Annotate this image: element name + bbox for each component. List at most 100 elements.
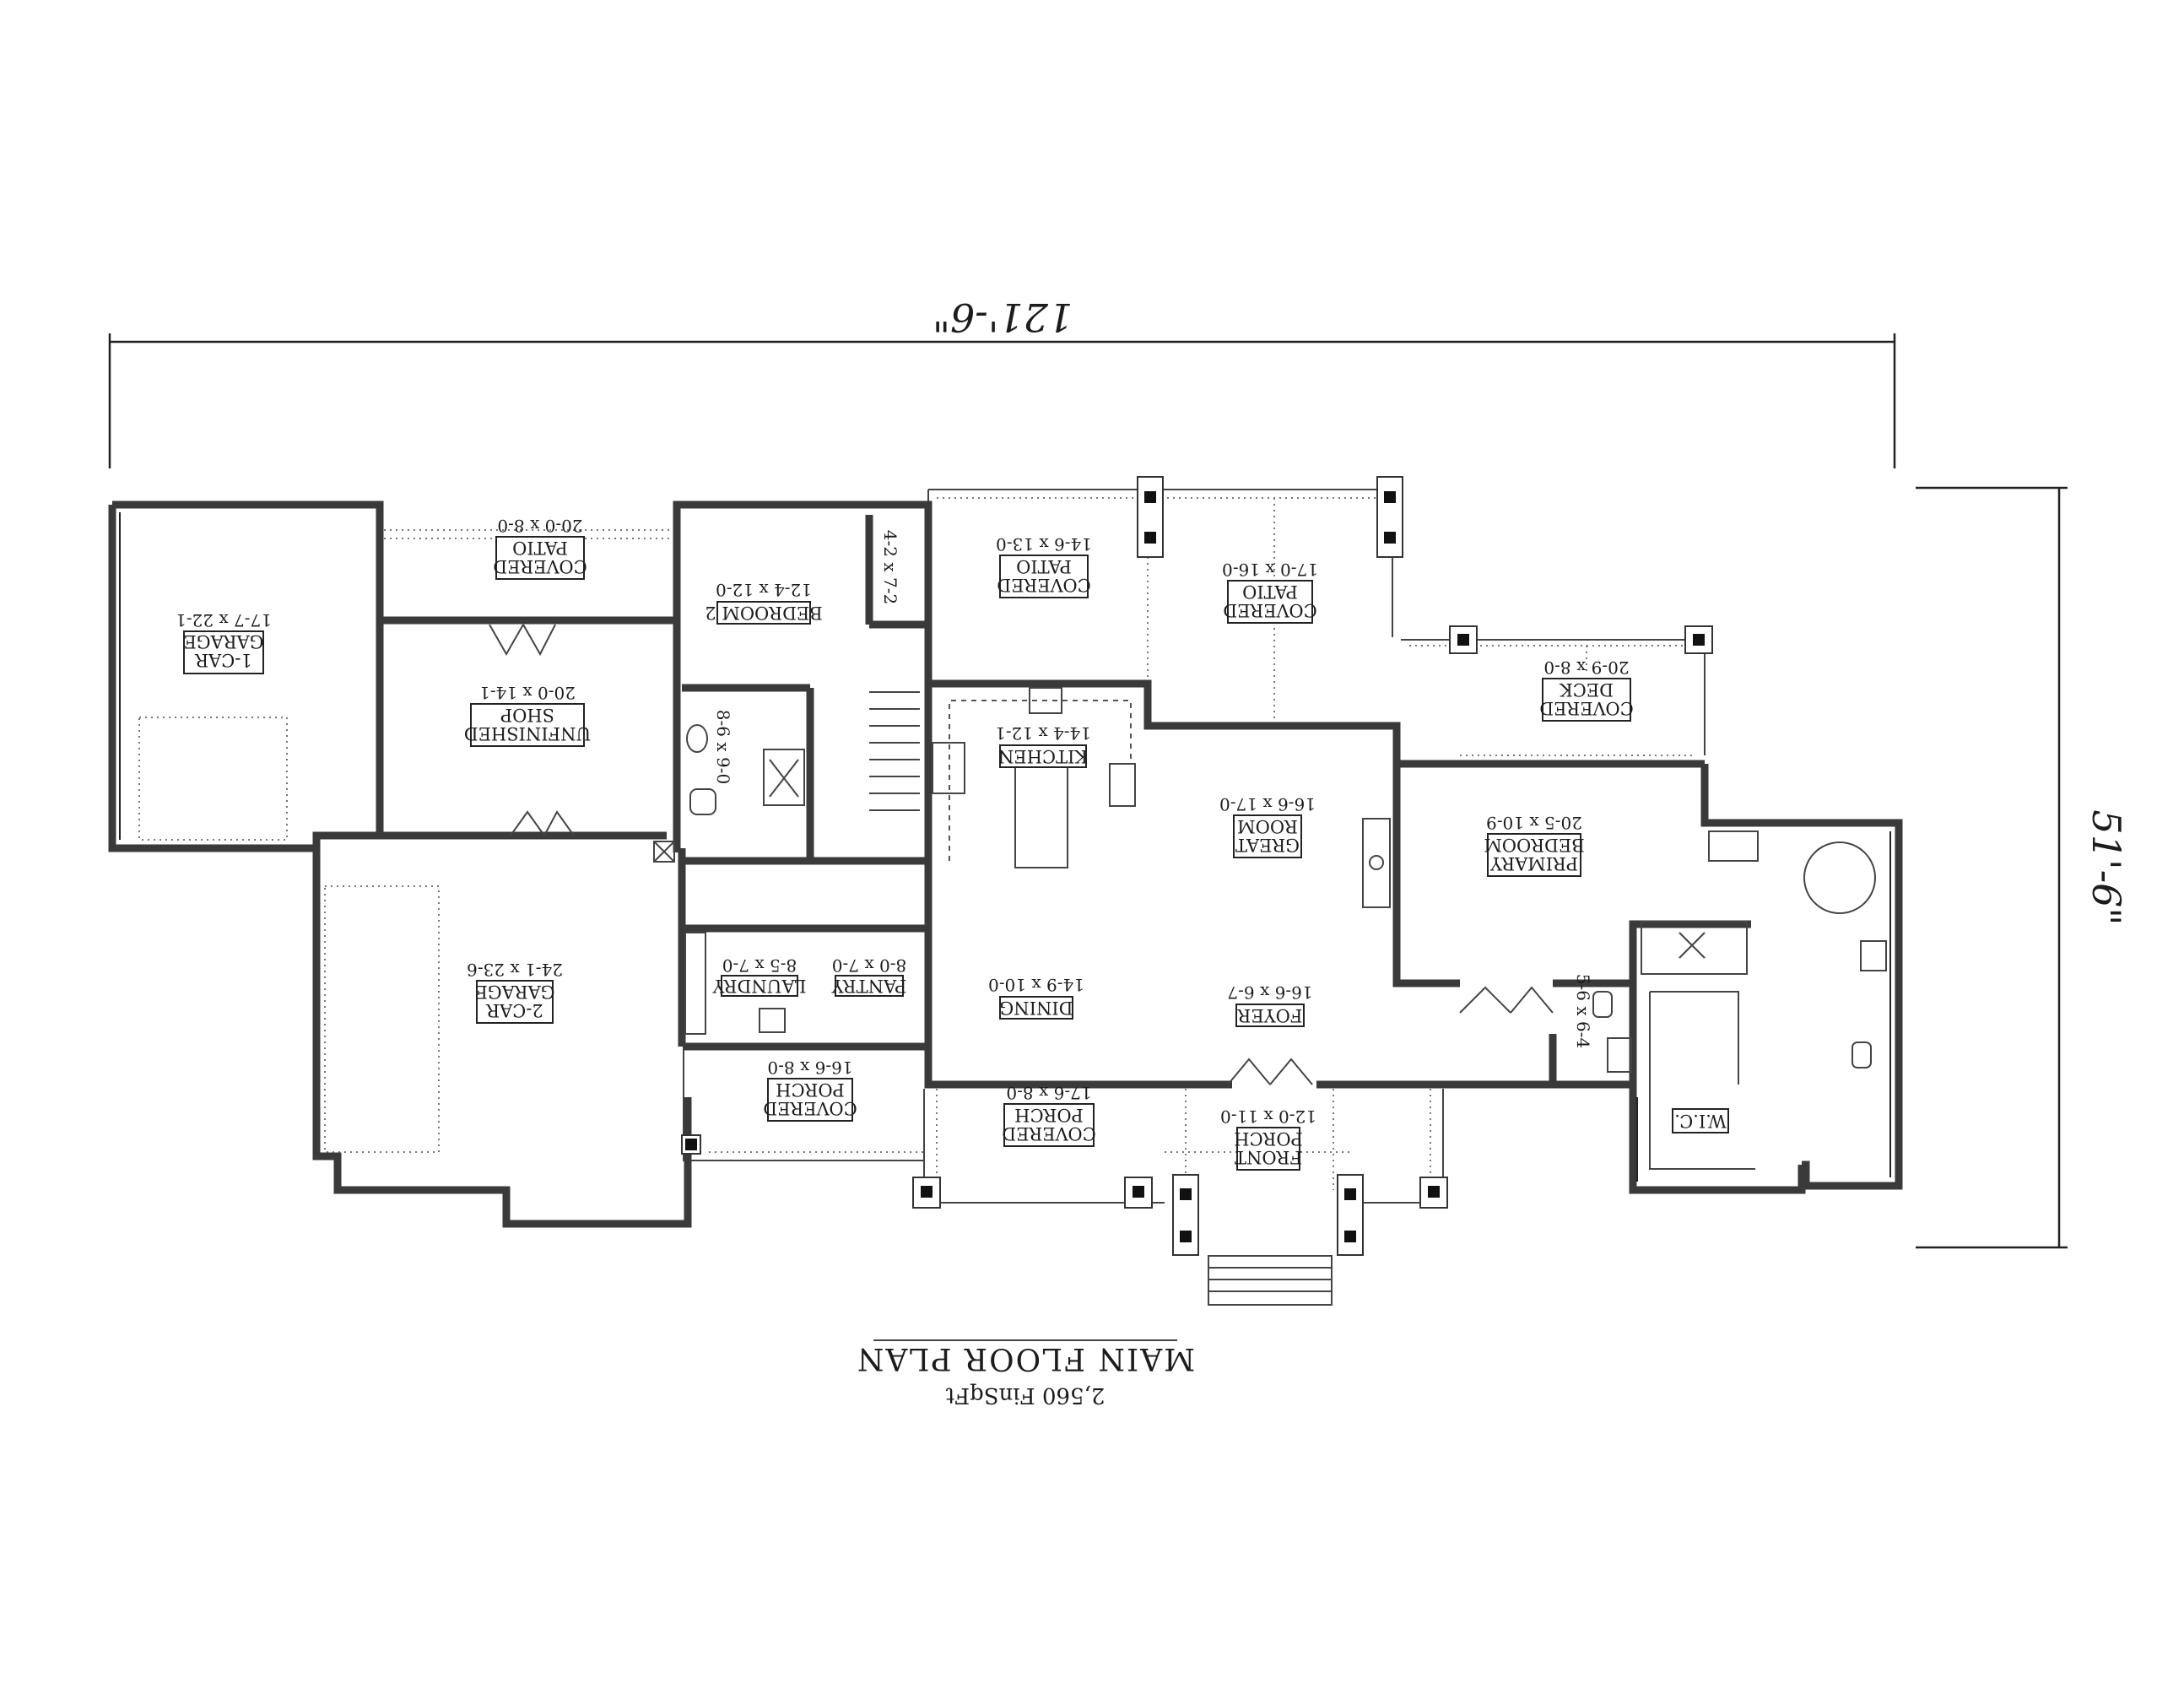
room-primary-bedroom: PRIMARY BEDROOM 20-5 x 10-9 (1484, 813, 1585, 877)
room-dims: 16-6 x 8-0 (767, 1058, 852, 1078)
room-name: COVERED (763, 1098, 857, 1118)
room-name: PATIO (1242, 582, 1298, 602)
room-name: COVERED (1002, 1123, 1095, 1144)
room-name: DINING (1000, 998, 1073, 1018)
room-dims: 12-4 x 12-0 (716, 580, 812, 600)
room-dims: 14-6 x 13-0 (996, 534, 1092, 555)
room-name: COVERED (1539, 698, 1633, 718)
bathtub (1803, 841, 1876, 914)
room-name: GARAGE (474, 982, 554, 1002)
room-bath2: 8-6 x 9-0 (713, 710, 733, 784)
garage-door-outlines (138, 717, 440, 1153)
plan-title: MAIN FLOOR PLAN (856, 1339, 1195, 1376)
doors (489, 624, 1554, 1085)
room-name: PATIO (512, 538, 568, 558)
room-name: DECK (1560, 679, 1614, 700)
room-porch-mid: COVERED PORCH 17-6 x 8-0 (1002, 1083, 1096, 1147)
room-name: COVERED (493, 556, 587, 576)
overall-depth-label: 51'-6" (2084, 809, 2129, 925)
primary-shower (1641, 921, 1748, 975)
room-dims: 14-4 x 12-1 (995, 723, 1091, 744)
room-foyer: FOYER 16-6 x 6-7 (1227, 982, 1313, 1027)
room-name: SHOP (500, 705, 554, 725)
room-name: ROOM (1237, 816, 1298, 836)
room-dims: 8-0 x 7-0 (832, 955, 906, 976)
room-dims: 16-6 x 17-0 (1219, 794, 1316, 814)
room-name: UNFINISHED (464, 723, 591, 744)
room-name: PRIMARY (1489, 853, 1578, 874)
porch-outlines (384, 489, 1706, 1306)
room-name: COVERED (997, 575, 1090, 595)
room-patio-mid: COVERED PATIO 14-6 x 13-0 (996, 534, 1092, 598)
room-great-room: GREAT ROOM 16-6 x 17-0 (1219, 794, 1316, 858)
room-bedroom2: BEDROOM 2 12-4 x 12-0 (705, 580, 823, 625)
room-name: FRONT (1235, 1147, 1302, 1167)
toilet-2 (1852, 1041, 1872, 1069)
column (1137, 476, 1164, 558)
room-dims: 17-6 x 8-0 (1006, 1083, 1091, 1103)
room-name: GARAGE (183, 631, 263, 652)
room-porch-left: COVERED PORCH 16-6 x 8-0 (763, 1058, 857, 1122)
room-pantry: PANTRY 8-0 x 7-0 (830, 955, 906, 997)
room-name: LAUNDRY (711, 976, 806, 996)
room-dims: 20-0 x 8-0 (497, 516, 582, 536)
room-dims: 20-5 x 10-9 (1486, 813, 1582, 833)
plan-subtitle: 2,560 FinSqFt (945, 1382, 1105, 1408)
toilet (689, 788, 716, 815)
exterior-walls (108, 500, 1903, 1228)
room-dims: 12-0 x 11-0 (1220, 1106, 1316, 1127)
room-laundry: LAUNDRY 8-5 x 7-0 (711, 955, 807, 997)
overall-width-dimension: 121'-6" (108, 295, 1896, 468)
powder-sink (1607, 1037, 1632, 1073)
room-powder: 5-6 x 6-4 (1573, 974, 1593, 1048)
room-front-porch: FRONT PORCH 12-0 x 11-0 (1220, 1106, 1316, 1171)
room-dims: 5-6 x 6-4 (1573, 974, 1593, 1048)
powder-toilet (1592, 991, 1613, 1018)
room-name: BEDROOM (1484, 835, 1584, 855)
room-name: BEDROOM 2 (705, 603, 822, 623)
room-dims: 8-6 x 9-0 (713, 710, 733, 784)
room-dims: 20-0 x 14-1 (479, 683, 576, 703)
room-deck: COVERED DECK 20-9 x 8-0 (1539, 657, 1634, 722)
column (1337, 1174, 1364, 1256)
column (912, 1177, 941, 1209)
column (681, 1134, 701, 1155)
room-dining: DINING 14-9 x 10-0 (988, 975, 1084, 1020)
room-kitchen: KITCHEN 14-4 x 12-1 (995, 723, 1091, 768)
wall-inner-lines (119, 512, 1891, 1182)
vanity-sink-2 (1860, 940, 1887, 971)
overall-depth-dimension: 51'-6" (1916, 486, 2129, 1249)
room-bath-small: 4-2 x 7-2 (880, 530, 900, 604)
room-name: W.I.C. (1674, 1111, 1727, 1131)
shower (763, 749, 805, 806)
room-dims: 17-0 x 16-0 (1222, 560, 1318, 580)
vanity-sink (1708, 830, 1759, 862)
room-dims: 4-2 x 7-2 (880, 530, 900, 604)
room-name: FOYER (1236, 1005, 1302, 1025)
room-name: PANTRY (830, 976, 906, 996)
fireplace (1362, 818, 1391, 908)
porch-columns (681, 476, 1713, 1256)
room-patio-right: COVERED PATIO 17-0 x 16-0 (1222, 560, 1318, 624)
column (1124, 1177, 1153, 1209)
room-name: PORCH (1234, 1128, 1303, 1149)
room-name: 2-CAR (485, 1000, 543, 1020)
room-wic: W.I.C. (1672, 1108, 1729, 1133)
column (1419, 1177, 1448, 1209)
room-name: 1-CAR (194, 650, 252, 670)
title-text: MAIN FLOOR PLAN (856, 1341, 1195, 1376)
room-name: PORCH (1014, 1105, 1084, 1125)
room-shop: UNFINISHED SHOP 20-0 x 14-1 (464, 683, 591, 747)
room-dims: 14-9 x 10-0 (988, 975, 1084, 995)
column (1172, 1174, 1199, 1256)
room-dims: 17-7 x 22-1 (176, 610, 272, 630)
room-name: PATIO (1016, 556, 1072, 576)
overall-width-label: 121'-6" (933, 295, 1073, 340)
room-name: GREAT (1235, 835, 1300, 855)
fixtures (653, 687, 1887, 1170)
room-dims: 8-5 x 7-0 (722, 955, 797, 976)
sink (686, 724, 708, 753)
column (1684, 625, 1713, 654)
room-dims: 24-1 x 23-6 (467, 960, 563, 980)
